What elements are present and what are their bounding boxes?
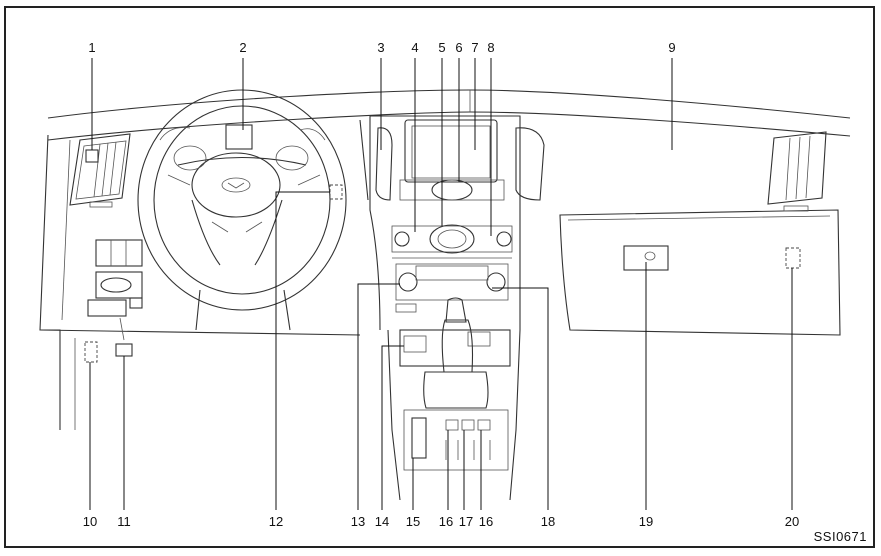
callout-3: 3 xyxy=(377,40,385,55)
figure-code: SSI0671 xyxy=(813,529,867,544)
callout-6: 6 xyxy=(455,40,463,55)
left-air-vent xyxy=(69,133,131,208)
dashboard-outline xyxy=(47,89,851,119)
callout-9: 9 xyxy=(668,40,676,55)
callout-11: 11 xyxy=(117,514,131,529)
left-switch-panel xyxy=(84,239,143,363)
callout-12: 12 xyxy=(268,514,284,529)
center-console xyxy=(387,297,521,501)
glove-box xyxy=(559,209,841,336)
callout-7: 7 xyxy=(471,40,479,55)
callout-8: 8 xyxy=(487,40,495,55)
callout-20: 20 xyxy=(784,514,800,529)
callout-1: 1 xyxy=(88,40,96,55)
callout-10: 10 xyxy=(82,514,98,529)
callout-19: 19 xyxy=(638,514,654,529)
callout-13: 13 xyxy=(350,514,366,529)
callout-2: 2 xyxy=(239,40,247,55)
callout-5: 5 xyxy=(438,40,446,55)
figure-frame xyxy=(4,6,875,548)
callout-18: 18 xyxy=(540,514,556,529)
callout-leaders xyxy=(89,58,793,510)
callout-15: 15 xyxy=(405,514,421,529)
center-stack xyxy=(359,115,545,331)
steering-wheel xyxy=(137,89,347,331)
callout-16b: 16 xyxy=(478,514,494,529)
right-air-vent xyxy=(767,131,827,212)
callout-16a: 16 xyxy=(438,514,454,529)
callout-14: 14 xyxy=(374,514,390,529)
callout-4: 4 xyxy=(411,40,419,55)
callout-17: 17 xyxy=(458,514,474,529)
